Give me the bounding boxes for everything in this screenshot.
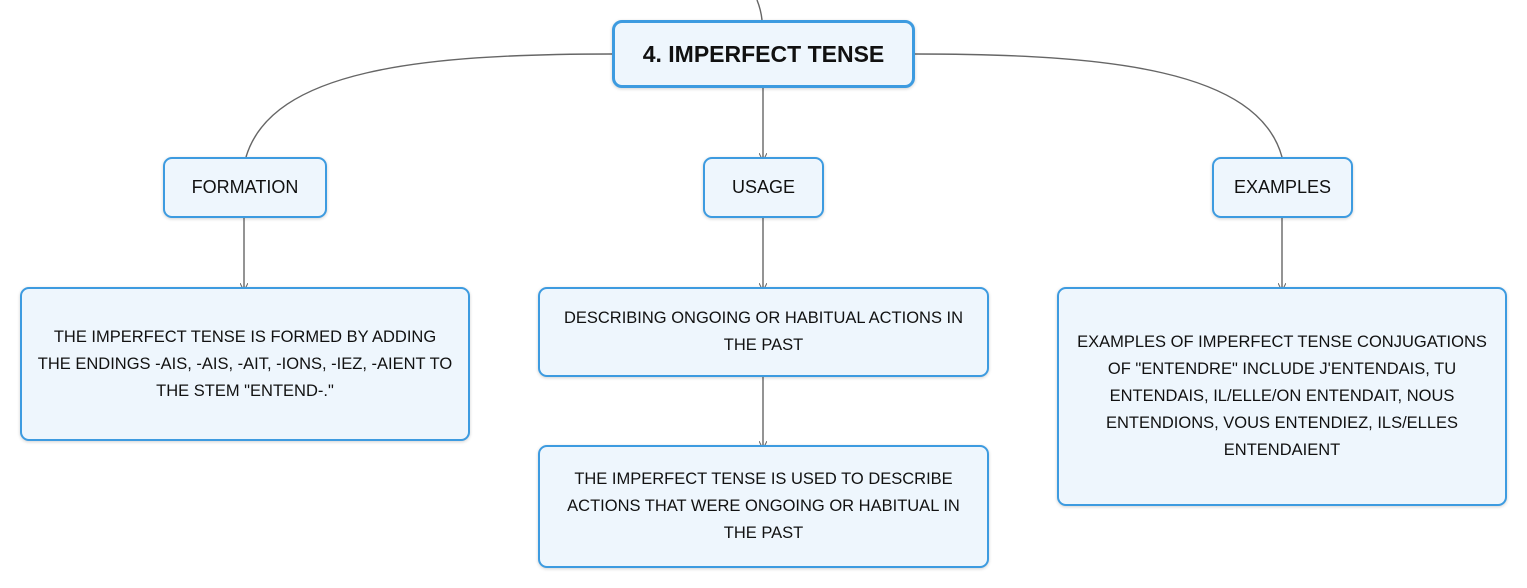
root-topic-node[interactable]: 4. IMPERFECT TENSE [612,20,915,88]
usage-topic-label: USAGE [731,177,796,197]
usage-detail-text-1: DESCRIBING ONGOING OR HABITUAL ACTIONS I… [563,309,964,354]
formation-detail-text: THE IMPERFECT TENSE IS FORMED BY ADDING … [37,327,453,400]
usage-detail-node-2[interactable]: THE IMPERFECT TENSE IS USED TO DESCRIBE … [538,445,989,568]
formation-topic-node[interactable]: FORMATION [163,157,327,218]
examples-detail-node[interactable]: EXAMPLES OF IMPERFECT TENSE CONJUGATIONS… [1057,287,1507,506]
root-topic-label: 4. IMPERFECT TENSE [642,40,885,67]
examples-topic-node[interactable]: EXAMPLES [1212,157,1353,218]
usage-detail-node-1[interactable]: DESCRIBING ONGOING OR HABITUAL ACTIONS I… [538,287,989,377]
usage-topic-node[interactable]: USAGE [703,157,824,218]
formation-topic-label: FORMATION [191,177,299,197]
connector-root-examples [913,53,1283,158]
examples-topic-label: EXAMPLES [1233,177,1332,197]
incoming-connector [756,0,763,21]
connector-root-formation [245,53,613,158]
usage-detail-text-2: THE IMPERFECT TENSE IS USED TO DESCRIBE … [567,470,960,542]
examples-detail-text: EXAMPLES OF IMPERFECT TENSE CONJUGATIONS… [1077,333,1487,459]
formation-detail-node[interactable]: THE IMPERFECT TENSE IS FORMED BY ADDING … [20,287,470,441]
